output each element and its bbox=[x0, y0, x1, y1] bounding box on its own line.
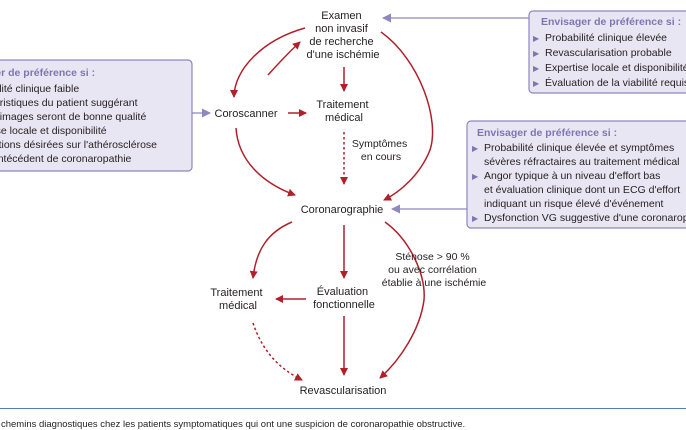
flow-arrow bbox=[235, 127, 296, 197]
info-box-title: Envisager de préférence si : bbox=[541, 16, 681, 28]
flow-arrow bbox=[379, 221, 425, 379]
figure-caption: Principaux chemins diagnostiques chez le… bbox=[0, 419, 686, 430]
flow-arrow bbox=[267, 41, 301, 76]
list-item: Dysfonction VG suggestive d'une coronaro… bbox=[484, 212, 686, 224]
info-box-title: Envisager de préférence si : bbox=[477, 127, 617, 139]
list-item: Évaluation de la viabilité requise bbox=[545, 76, 686, 89]
node-evaluation-fonctionnelle: Évaluation fonctionnelle bbox=[313, 285, 375, 311]
caption-rule bbox=[0, 408, 686, 409]
list-item: Informations désirées sur l'athéroscléro… bbox=[0, 139, 157, 151]
node-revascularisation: Revascularisation bbox=[300, 385, 387, 397]
flow-arrow bbox=[249, 221, 293, 279]
node-traitement-medical-bottom: Traitement médical bbox=[210, 287, 265, 312]
flow-arrow bbox=[230, 27, 306, 98]
list-item: Probabilité clinique élevée et symptômes bbox=[484, 142, 674, 154]
list-item: et évaluation clinique dont un ECG d'eff… bbox=[484, 184, 680, 196]
bullet-icon: ▶ bbox=[472, 172, 479, 181]
label-symptomes: Symptômes en cours bbox=[352, 138, 410, 163]
caption-text: Principaux chemins diagnostiques chez le… bbox=[0, 419, 466, 430]
info-box-mid-right: Envisager de préférence si : ▶ Probabili… bbox=[466, 120, 686, 229]
node-coronarographie: Coronarographie bbox=[301, 204, 384, 216]
dashed-flow-arrow bbox=[252, 322, 303, 381]
node-coroscanner: Coroscanner bbox=[215, 108, 278, 120]
list-item: Caractéristiques du patient suggérant bbox=[0, 97, 138, 109]
node-examen: Examen non invasif de recherche d'une is… bbox=[306, 10, 379, 61]
label-stenose: Sténose > 90 % ou avec corrélation établ… bbox=[382, 251, 487, 289]
node-traitement-medical-top: Traitement médical bbox=[316, 99, 371, 124]
flow-arrow bbox=[380, 31, 434, 201]
list-item: sévères réfractaires au traitement médic… bbox=[484, 156, 680, 168]
bullet-icon: ▶ bbox=[533, 79, 540, 88]
info-box-left: Envisager de préférence si : ▶ Probabili… bbox=[0, 59, 193, 172]
list-item: Revascularisation probable bbox=[545, 47, 672, 59]
info-box-title: Envisager de préférence si : bbox=[0, 67, 95, 79]
flow-arrows bbox=[230, 27, 434, 381]
bullet-icon: ▶ bbox=[533, 34, 540, 43]
info-box-top-right: Envisager de préférence si : ▶ Probabili… bbox=[528, 10, 686, 94]
list-item: que les images seront de bonne qualité bbox=[0, 111, 146, 123]
diagnostic-flowchart: Envisager de préférence si : ▶ Probabili… bbox=[0, 10, 686, 397]
list-item: Probabilité clinique faible bbox=[0, 83, 79, 95]
list-item: indiquant un risque élevé d'événement bbox=[484, 198, 664, 210]
bullet-list: ▶ Probabilité clinique élevée ▶ Revascul… bbox=[533, 32, 686, 89]
list-item: Angor typique à un niveau d'effort bas bbox=[484, 170, 660, 182]
bullet-icon: ▶ bbox=[533, 64, 540, 73]
list-item: Pas d'antécédent de coronaropathie bbox=[0, 153, 132, 165]
bullet-icon: ▶ bbox=[533, 49, 540, 58]
list-item: Expertise locale et disponibilité bbox=[545, 62, 686, 74]
list-item: Expertise locale et disponibilité bbox=[0, 125, 107, 137]
list-item: Probabilité clinique élevée bbox=[545, 32, 667, 44]
bullet-icon: ▶ bbox=[472, 144, 479, 153]
bullet-icon: ▶ bbox=[472, 214, 479, 223]
